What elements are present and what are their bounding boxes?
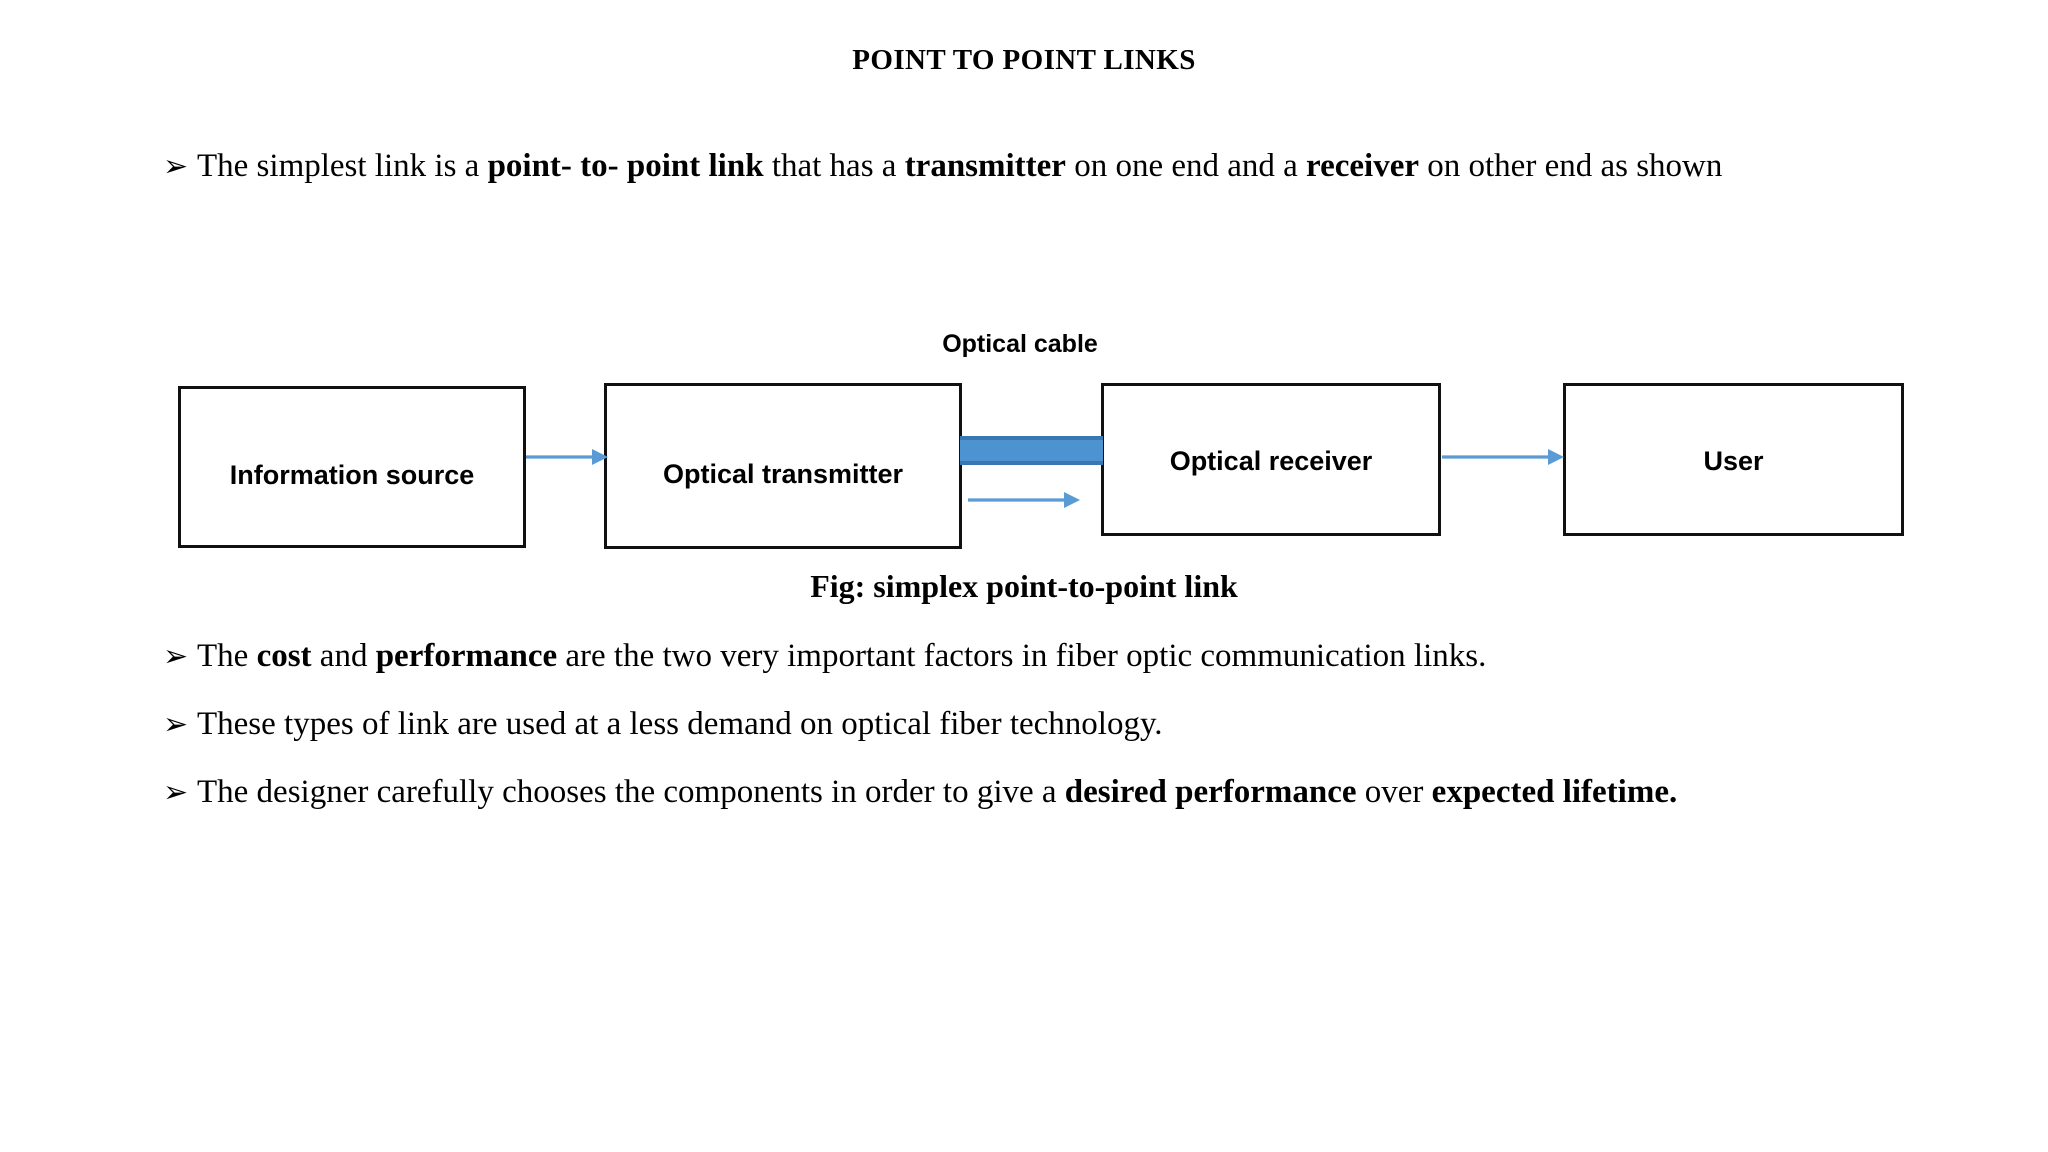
bullet-intro-part1: The simplest link is a xyxy=(197,148,488,184)
bullet-intro: ➢ The simplest link is a point- to- poin… xyxy=(163,143,1903,190)
bullet-cost-text: The cost and performance are the two ver… xyxy=(197,633,1953,680)
bullet-link-types: ➢ These types of link are used at a less… xyxy=(163,701,1953,748)
figure-caption: Fig: simplex point-to-point link xyxy=(810,568,1238,604)
bullet-designer-bold1: desired performance xyxy=(1064,774,1357,810)
bullet-designer: ➢ The designer carefully chooses the com… xyxy=(163,769,1843,816)
diagram-box-user-label: User xyxy=(1703,446,1764,476)
bullet-cost-bold1: cost xyxy=(256,638,312,674)
arrow-info-to-transmitter-icon xyxy=(526,449,608,465)
bullet-cost-part2: and xyxy=(311,638,376,674)
bullet-designer-part1: The designer carefully chooses the compo… xyxy=(197,774,1065,810)
diagram-box-information-source-label: Information source xyxy=(229,459,475,490)
diagram-box-information-source[interactable]: Information source xyxy=(178,386,526,548)
bullet-intro-bold3: receiver xyxy=(1306,148,1420,184)
diagram-box-optical-transmitter[interactable]: Optical transmitter xyxy=(604,383,962,549)
diagram-box-user[interactable]: User xyxy=(1563,383,1904,536)
bullet-marker-icon: ➢ xyxy=(163,640,189,673)
bullet-cost-bold2: performance xyxy=(375,638,558,674)
bullet-cost-part1: The xyxy=(197,638,257,674)
bullet-cost-part3: are the two very important factors in fi… xyxy=(557,638,1487,674)
bullet-designer-text: The designer carefully chooses the compo… xyxy=(197,769,1843,816)
bullet-intro-part4: on other end as shown xyxy=(1419,148,1723,184)
bullet-intro-part3: on one end and a xyxy=(1065,148,1307,184)
bullet-intro-part2: that has a xyxy=(763,148,905,184)
bullet-types-text: These types of link are used at a less d… xyxy=(197,706,1163,742)
bullet-designer-bold2: expected lifetime. xyxy=(1431,774,1678,810)
bullet-intro-bold2: transmitter xyxy=(904,148,1066,184)
diagram-box-optical-receiver[interactable]: Optical receiver xyxy=(1101,383,1441,536)
arrow-signal-direction-icon xyxy=(968,492,1080,508)
optical-cable-bar xyxy=(960,436,1103,465)
bullet-intro-bold1: point- to- point link xyxy=(487,148,764,184)
arrow-receiver-to-user-icon xyxy=(1442,449,1564,465)
page-title: POINT TO POINT LINKS xyxy=(852,44,1196,76)
bullet-cost-performance: ➢ The cost and performance are the two v… xyxy=(163,633,1953,680)
diagram-box-optical-transmitter-label: Optical transmitter xyxy=(662,458,904,489)
bullet-designer-part2: over xyxy=(1356,774,1432,810)
bullet-marker-icon: ➢ xyxy=(163,150,189,183)
diagram-box-optical-receiver-label: Optical receiver xyxy=(1169,446,1373,476)
optical-cable-label: Optical cable xyxy=(942,330,1098,358)
bullet-marker-icon: ➢ xyxy=(163,708,189,741)
bullet-intro-text: The simplest link is a point- to- point … xyxy=(197,143,1903,190)
bullet-marker-icon: ➢ xyxy=(163,776,189,809)
